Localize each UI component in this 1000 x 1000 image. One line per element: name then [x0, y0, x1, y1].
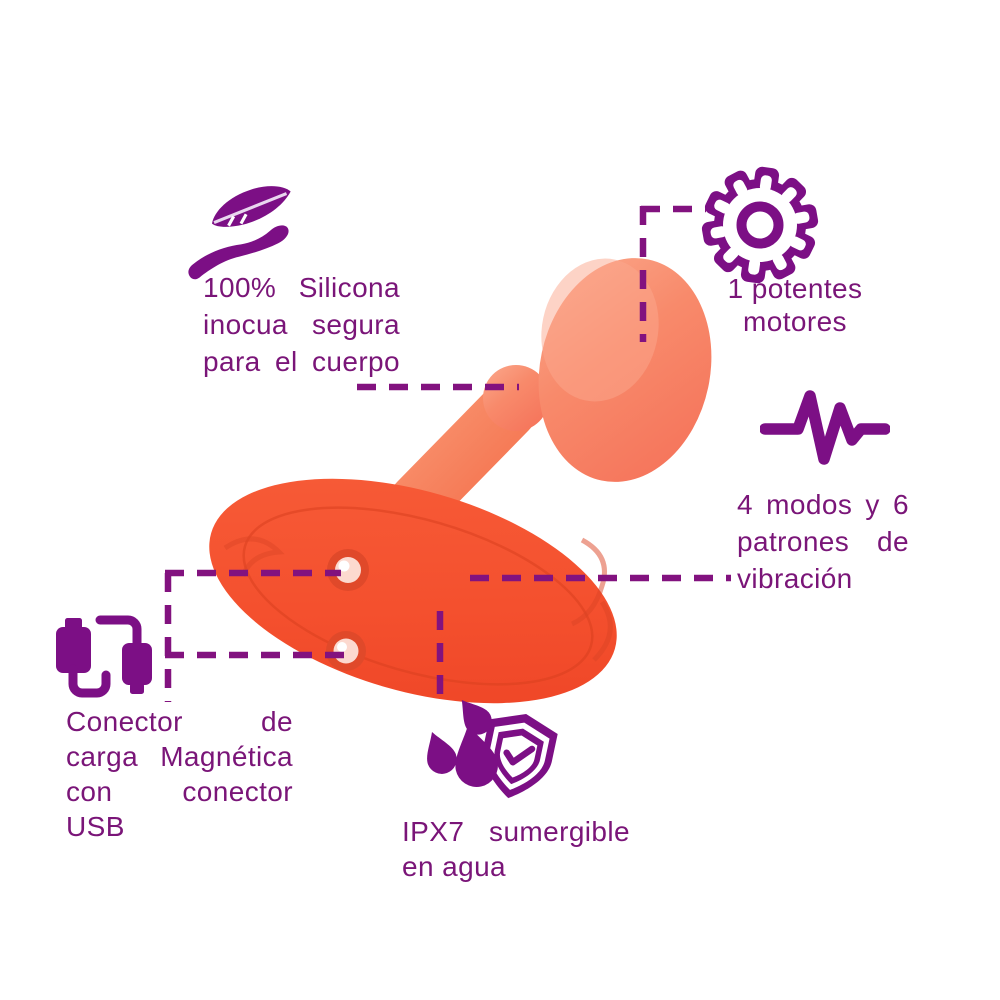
feature-line: vibración [737, 563, 853, 594]
feature-line: 100% Silicona [203, 272, 400, 303]
feature-line: Conector de [66, 706, 293, 737]
feature-line: motores [743, 306, 847, 337]
product-base [209, 478, 617, 704]
product-neck [389, 381, 537, 531]
embossed-logo [223, 536, 613, 662]
charging-contact-2 [326, 631, 366, 671]
feature-line: IPX7 sumergible [402, 816, 630, 847]
feature-line: para el cuerpo [203, 346, 400, 377]
feature-line: en agua [402, 851, 507, 882]
feature-line: USB [66, 811, 125, 842]
feather-hand-icon [188, 186, 291, 280]
pulse-wave-icon [760, 390, 890, 465]
charging-contact-1 [327, 549, 369, 591]
feature-line: patrones de [737, 526, 909, 557]
feature-line: inocua segura [203, 309, 400, 340]
feature-text-silicona: 100% Silicona inocua segura para el cuer… [203, 269, 400, 380]
feature-line: con conector [66, 776, 293, 807]
feature-text-vibracion: 4 modos y 6 patrones de vibración [737, 486, 909, 597]
feature-text-sumergible: IPX7 sumergible en agua [402, 814, 630, 884]
feature-line: carga Magnética [66, 741, 293, 772]
feature-text-motores: 1 potentes motores [700, 272, 890, 338]
product-base-rim [242, 506, 594, 686]
product-bulge [483, 365, 549, 431]
usb-cable-icon [56, 615, 152, 698]
feature-text-carga: Conector de carga Magnética con conector… [66, 704, 293, 844]
product-head-highlight [541, 258, 659, 402]
water-shield-icon [420, 694, 560, 806]
feature-line: 4 modos y 6 [737, 489, 909, 520]
feature-line: 1 potentes [727, 273, 863, 304]
gear-icon [700, 165, 820, 285]
